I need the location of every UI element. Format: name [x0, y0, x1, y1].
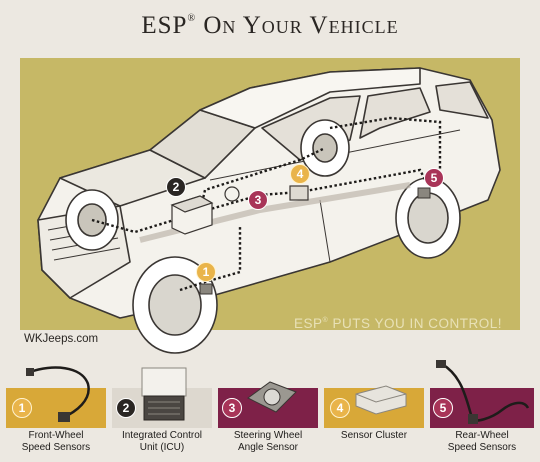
sensor-cluster-image: [355, 385, 407, 415]
steering-angle-sensor-image: [247, 381, 297, 413]
badge-5: 5: [424, 168, 444, 188]
icu-image: [141, 367, 187, 421]
strip-badge-1: 1: [12, 398, 32, 418]
page-title: ESP® On Your Vehicle: [141, 12, 399, 39]
badge-1: 1: [196, 262, 216, 282]
rear-wheel-sensor-image: [436, 360, 530, 424]
strip-badge-4: 4: [330, 398, 350, 418]
badge-4: 4: [290, 164, 310, 184]
front-wheel-sensor-image: [26, 366, 90, 422]
strip-badge-2: 2: [116, 398, 136, 418]
caption-sensor-cluster: Sensor Cluster: [340, 430, 408, 441]
strip-badge-5: 5: [433, 398, 453, 418]
badge-3: 3: [248, 190, 268, 210]
badge-2: 2: [166, 177, 186, 197]
tagline: ESP® PUTS YOU IN CONTROL!: [294, 316, 502, 331]
strip-badge-3: 3: [222, 398, 242, 418]
watermark: WKJeeps.com: [24, 333, 99, 345]
